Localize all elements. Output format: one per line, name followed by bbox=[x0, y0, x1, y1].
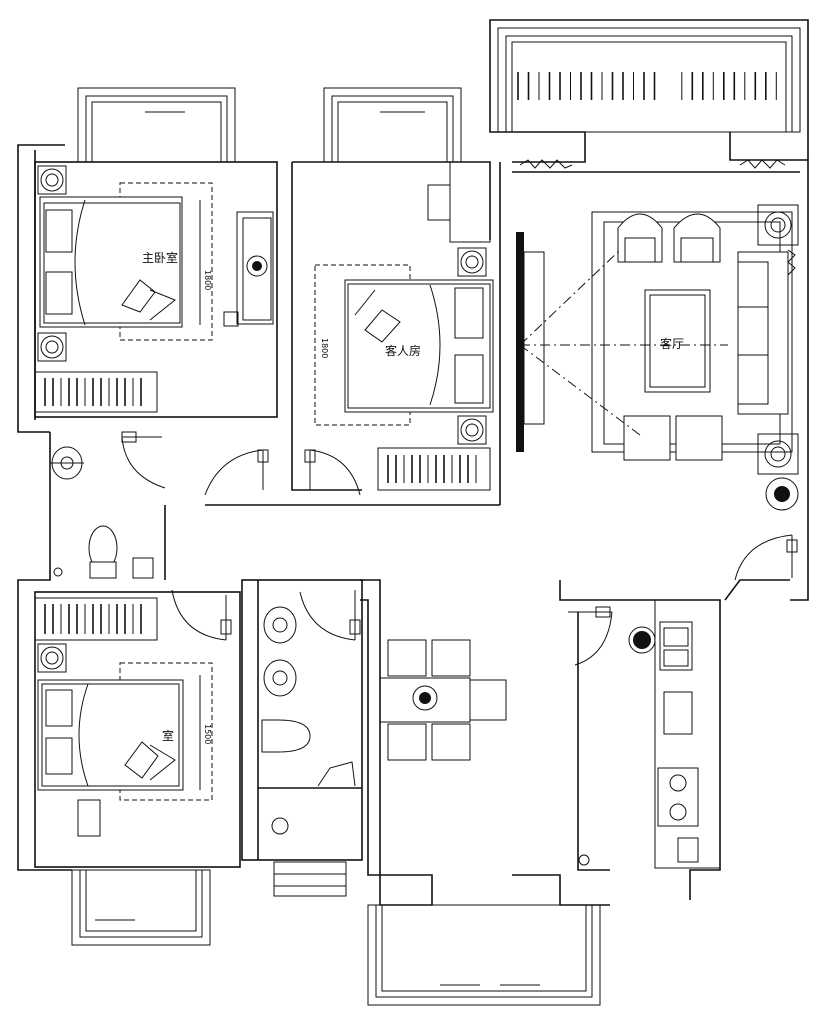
kitchen bbox=[568, 599, 721, 869]
master-bedroom: 主卧室 1800 bbox=[37, 165, 274, 496]
guest-room-label: 客人房 bbox=[385, 343, 421, 358]
upper-bathroom bbox=[50, 431, 166, 579]
wardrobe-guest bbox=[377, 447, 491, 491]
middle-bathroom bbox=[261, 590, 361, 897]
living-room-label: 客厅 bbox=[660, 336, 684, 351]
balcony-lower-left bbox=[71, 869, 211, 946]
balcony-dining bbox=[367, 904, 601, 1006]
guest-room: 客人房 1800 bbox=[304, 161, 494, 496]
dining-area bbox=[379, 639, 507, 761]
tv-wall bbox=[516, 232, 545, 452]
second-bedroom-label: 室 bbox=[162, 728, 174, 743]
master-bed-dimension: 1800 bbox=[203, 270, 212, 290]
wardrobe-living-balcony bbox=[517, 72, 777, 100]
master-bedroom-label: 主卧室 bbox=[142, 250, 178, 265]
wardrobe-lower-left bbox=[34, 597, 158, 641]
balcony-master bbox=[77, 87, 236, 163]
balcony-guest bbox=[323, 87, 462, 163]
second-bed-dimension: 1500 bbox=[203, 724, 212, 744]
second-bedroom: 室 1500 bbox=[37, 589, 232, 837]
balcony-living bbox=[497, 27, 801, 133]
wardrobe-master bbox=[34, 371, 158, 413]
guest-bed-dimension: 1800 bbox=[320, 338, 329, 358]
living-room: 客厅 bbox=[519, 204, 799, 581]
